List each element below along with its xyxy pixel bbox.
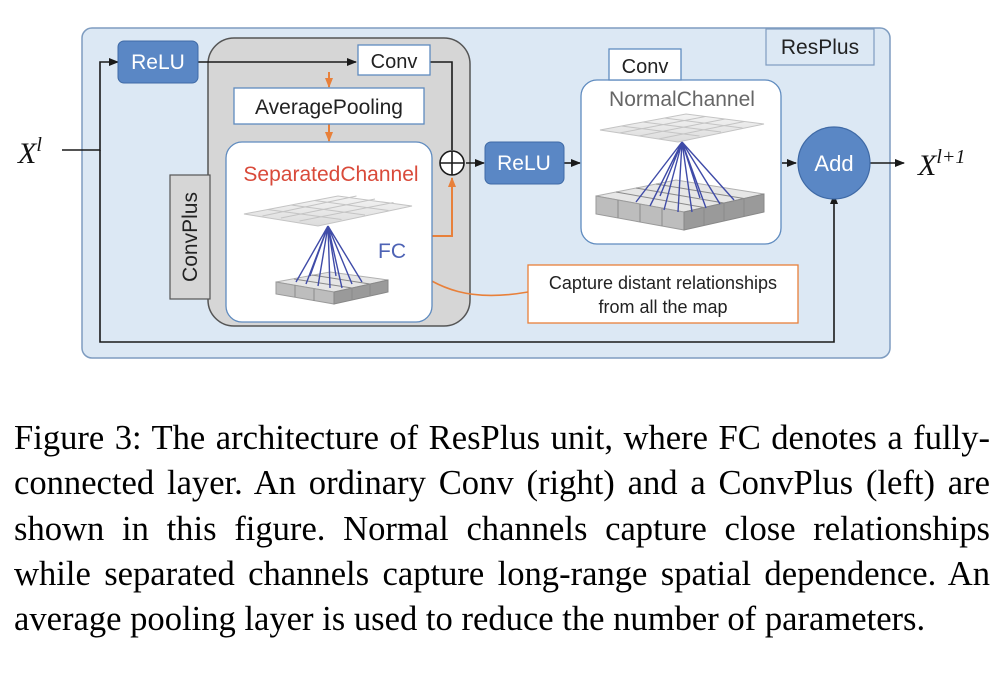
add-label: Add — [814, 151, 853, 176]
conv-right-box — [608, 48, 682, 81]
average-pooling-label: AveragePooling — [255, 96, 403, 119]
relu-first-label: ReLU — [131, 51, 185, 74]
conv-top-label: Conv — [371, 51, 418, 73]
separated-channel-grid-illustration — [243, 195, 413, 305]
output-label: Xl+1 — [917, 146, 965, 182]
resplus-diagram: ResPlus ConvPlus Xl ReLU Conv AveragePoo… — [17, 27, 965, 359]
input-label: Xl — [17, 134, 42, 170]
average-pooling-box — [233, 87, 425, 125]
resplus-label: ResPlus — [781, 36, 859, 59]
figure-caption: Figure 3: The architecture of ResPlus un… — [14, 419, 990, 639]
normal-channel-label: NormalChannel — [609, 88, 755, 111]
skip-connection-line — [99, 150, 838, 343]
normal-channel-grid-illustration — [595, 113, 765, 231]
annotation-line-2: from all the map — [598, 297, 727, 317]
conv-top-box — [357, 44, 431, 76]
relu-second-box — [484, 141, 565, 185]
conv-to-sum-line — [430, 61, 453, 150]
convplus-label-box — [169, 174, 211, 300]
sum-node — [439, 150, 465, 176]
annotation-line-1: Capture distant relationships — [549, 273, 777, 293]
separated-channel-label: SeparatedChannel — [243, 163, 418, 186]
resplus-label-box — [765, 28, 875, 66]
conv-right-label: Conv — [622, 56, 669, 78]
relu-first-box — [117, 40, 199, 84]
fc-label: FC — [378, 240, 406, 263]
separated-to-sum-arrow — [432, 177, 456, 237]
annotation-box — [527, 264, 799, 324]
add-node — [797, 126, 871, 200]
relu-second-label: ReLU — [497, 152, 551, 175]
convplus-label: ConvPlus — [179, 192, 202, 282]
input-to-relu-line — [62, 58, 119, 151]
